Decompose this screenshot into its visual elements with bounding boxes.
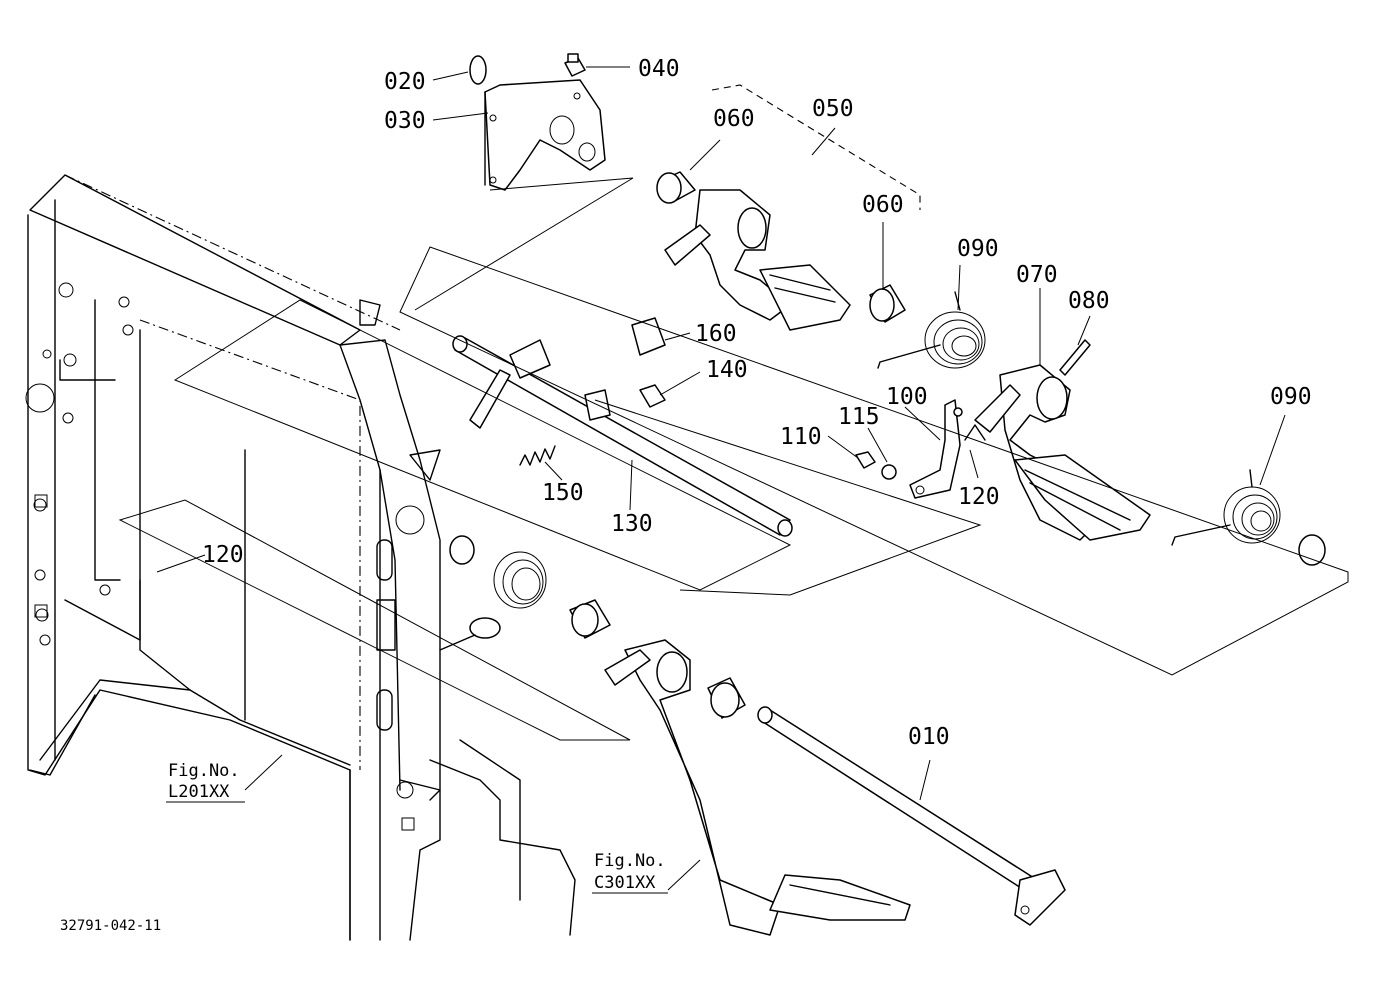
fitting-140 <box>639 384 666 408</box>
leader-lines <box>156 66 1286 891</box>
figure-refs: Fig.No. L201XX Fig.No. C301XX <box>166 761 668 894</box>
drawing-number: 32791-042-11 <box>60 918 161 934</box>
spring-150 <box>519 445 556 466</box>
label-060-lower: 060 <box>862 192 904 218</box>
pin-080 <box>1059 339 1091 376</box>
label-090-lower: 090 <box>1270 384 1312 410</box>
label-150: 150 <box>542 480 584 506</box>
grease-nipple-040 <box>564 53 586 77</box>
bushing-right <box>1298 534 1326 566</box>
frame-pillar <box>339 299 576 941</box>
label-050: 050 <box>812 96 854 122</box>
group-outlines <box>118 84 1349 741</box>
fig-ref-l201-code: L201XX <box>168 782 230 802</box>
link-100 <box>909 399 963 499</box>
pedal-050-upper <box>664 189 851 331</box>
bushing-060-lower <box>869 284 906 323</box>
label-070: 070 <box>1016 262 1058 288</box>
fig-ref-c301-title: Fig.No. <box>594 851 666 871</box>
label-120-right: 120 <box>958 484 1000 510</box>
fig-ref-c301-code: C301XX <box>594 873 656 893</box>
pedal-070 <box>974 364 1151 541</box>
label-060-upper: 060 <box>713 106 755 132</box>
shaft-130 <box>452 335 793 537</box>
label-080: 080 <box>1068 288 1110 314</box>
label-100: 100 <box>886 384 928 410</box>
frame-panel <box>25 174 401 941</box>
part-labels: 020 040 030 050 060 060 090 070 080 090 … <box>202 56 1312 750</box>
label-010: 010 <box>908 724 950 750</box>
label-140: 140 <box>706 357 748 383</box>
bolt-110 <box>855 451 876 469</box>
spring-090-lower <box>1171 469 1281 546</box>
shaft-010 <box>757 706 1066 926</box>
fig-ref-l201-title: Fig.No. <box>168 761 240 781</box>
label-020: 020 <box>384 69 426 95</box>
pivot-assembly <box>439 535 611 651</box>
cap-160 <box>631 317 666 356</box>
washer-115 <box>881 464 897 480</box>
label-040: 040 <box>638 56 680 82</box>
cotter-pin-120 <box>964 424 986 441</box>
pedal-lower <box>604 639 911 936</box>
spring-090-upper <box>877 291 986 369</box>
label-120-left: 120 <box>202 542 244 568</box>
label-110: 110 <box>780 424 822 450</box>
label-160: 160 <box>695 321 737 347</box>
bushing-010 <box>707 677 746 719</box>
snap-ring-020 <box>469 55 487 85</box>
label-090-upper: 090 <box>957 236 999 262</box>
bushing-060-upper <box>656 171 696 204</box>
label-030: 030 <box>384 108 426 134</box>
label-115: 115 <box>838 404 880 430</box>
label-130: 130 <box>611 511 653 537</box>
bracket-030 <box>484 79 606 191</box>
